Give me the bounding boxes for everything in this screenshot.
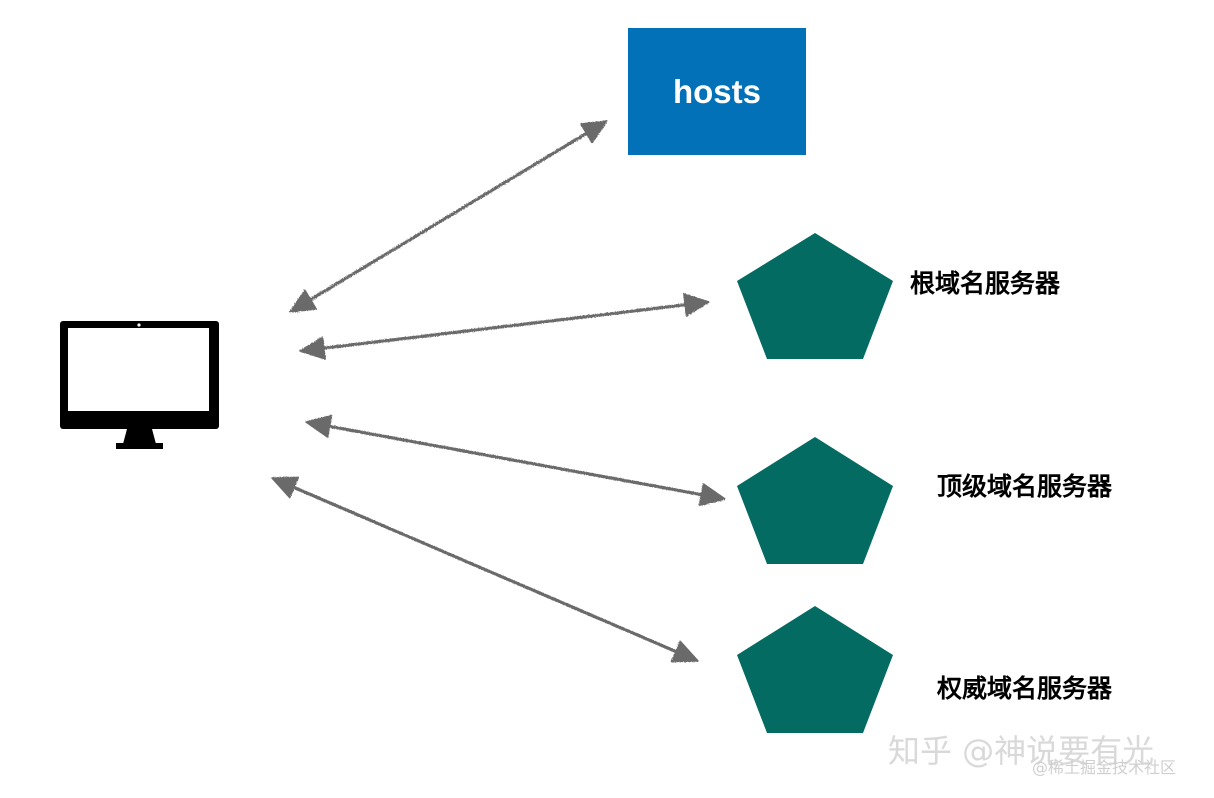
pentagon-icon <box>737 233 893 359</box>
arrow-tld-server <box>305 414 726 507</box>
tld-server-label: 顶级域名服务器 <box>937 472 1113 501</box>
arrow-head-start <box>289 289 317 313</box>
root-server-label: 根域名服务器 <box>910 269 1061 298</box>
arrow-hosts <box>289 120 608 313</box>
arrow-head-start <box>271 476 300 499</box>
arrow-head-end <box>698 483 726 507</box>
arrow-shaft <box>312 302 697 351</box>
arrow-head-start <box>299 336 326 360</box>
root-server-node: 根域名服务器 <box>737 233 1061 359</box>
arrow-shaft <box>300 126 597 307</box>
arrow-root-server <box>299 293 710 360</box>
pentagon-icon <box>737 606 893 733</box>
watermark-sub: @稀土掘金技术社区 <box>1032 758 1176 777</box>
authoritative-server-node: 权威域名服务器 <box>737 606 1113 733</box>
tld-server-node: 顶级域名服务器 <box>737 437 1113 564</box>
arrow-shaft <box>283 481 687 658</box>
hosts-node: hosts <box>628 28 806 155</box>
authoritative-server-label: 权威域名服务器 <box>936 674 1113 703</box>
hosts-box <box>628 28 806 155</box>
hosts-label: hosts <box>673 73 761 110</box>
arrow-shaft <box>318 422 713 499</box>
arrows-layer <box>271 120 726 663</box>
pentagon-icon <box>737 437 893 564</box>
watermark: 知乎 @神说要有光 @稀土掘金技术社区 <box>888 732 1176 777</box>
arrow-head-end <box>670 640 699 663</box>
arrow-authoritative-server <box>271 476 699 663</box>
arrow-head-end <box>580 120 608 144</box>
computer-monitor-icon <box>60 321 219 449</box>
arrow-head-start <box>305 414 333 438</box>
watermark-main: 知乎 @神说要有光 <box>888 732 1154 770</box>
arrow-head-end <box>683 293 710 317</box>
